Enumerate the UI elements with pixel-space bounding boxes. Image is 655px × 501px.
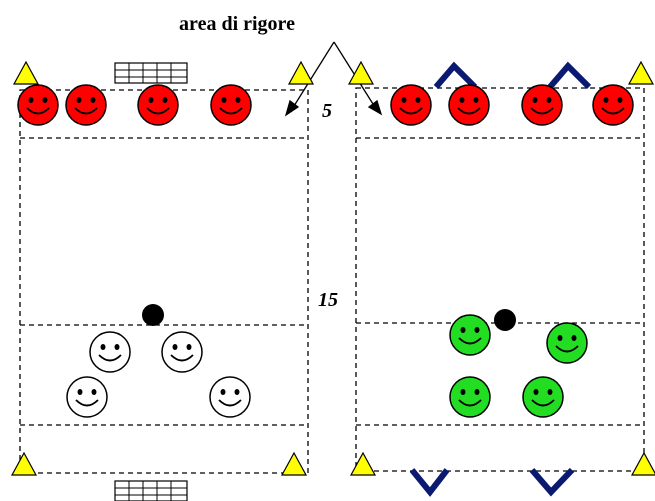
player-green-1 — [449, 314, 491, 356]
mini-goal-right-top-1 — [433, 61, 478, 90]
arrow-right — [333, 41, 374, 105]
pitch-right-boundary — [355, 87, 645, 472]
pitch-left-boundary — [19, 89, 309, 474]
player-red-right-3 — [521, 84, 563, 126]
player-white-4 — [209, 376, 251, 418]
pitch-right — [355, 87, 645, 472]
player-red-right-1 — [390, 84, 432, 126]
cone-right-br — [631, 452, 655, 476]
distance-label-15: 15 — [318, 289, 338, 311]
player-red-right-2 — [448, 84, 490, 126]
player-green-4 — [522, 376, 564, 418]
player-white-3 — [66, 376, 108, 418]
player-red-left-4 — [210, 84, 252, 126]
player-red-right-4 — [592, 84, 634, 126]
goal-left-bottom — [114, 480, 188, 501]
player-green-3 — [449, 376, 491, 418]
cone-left-tr — [288, 61, 314, 85]
distance-label-5: 5 — [322, 100, 332, 122]
cone-right-tl — [348, 61, 374, 85]
arrow-right-head — [367, 99, 383, 116]
cone-left-bl — [11, 452, 37, 476]
title-arrows — [284, 41, 383, 117]
player-red-left-2 — [65, 84, 107, 126]
cone-right-tr — [628, 61, 654, 85]
cone-left-br — [281, 452, 307, 476]
arrow-left-head — [284, 99, 300, 117]
ball-right — [494, 309, 516, 331]
cone-left-tl — [13, 61, 39, 85]
cone-right-bl — [350, 452, 376, 476]
diagram-title: area di rigore — [179, 13, 295, 35]
mini-goal-right-bottom-1 — [409, 468, 450, 497]
mini-goal-right-bottom-2 — [529, 467, 575, 497]
player-red-left-1 — [17, 84, 59, 126]
player-green-2 — [546, 322, 588, 364]
goal-left-top — [114, 62, 188, 84]
arrow-left — [293, 41, 335, 107]
mini-goal-right-top-2 — [547, 61, 592, 90]
pitch-left — [19, 89, 309, 474]
player-white-1 — [89, 331, 131, 373]
player-white-2 — [161, 331, 203, 373]
player-red-left-3 — [137, 84, 179, 126]
ball-left — [142, 304, 164, 326]
